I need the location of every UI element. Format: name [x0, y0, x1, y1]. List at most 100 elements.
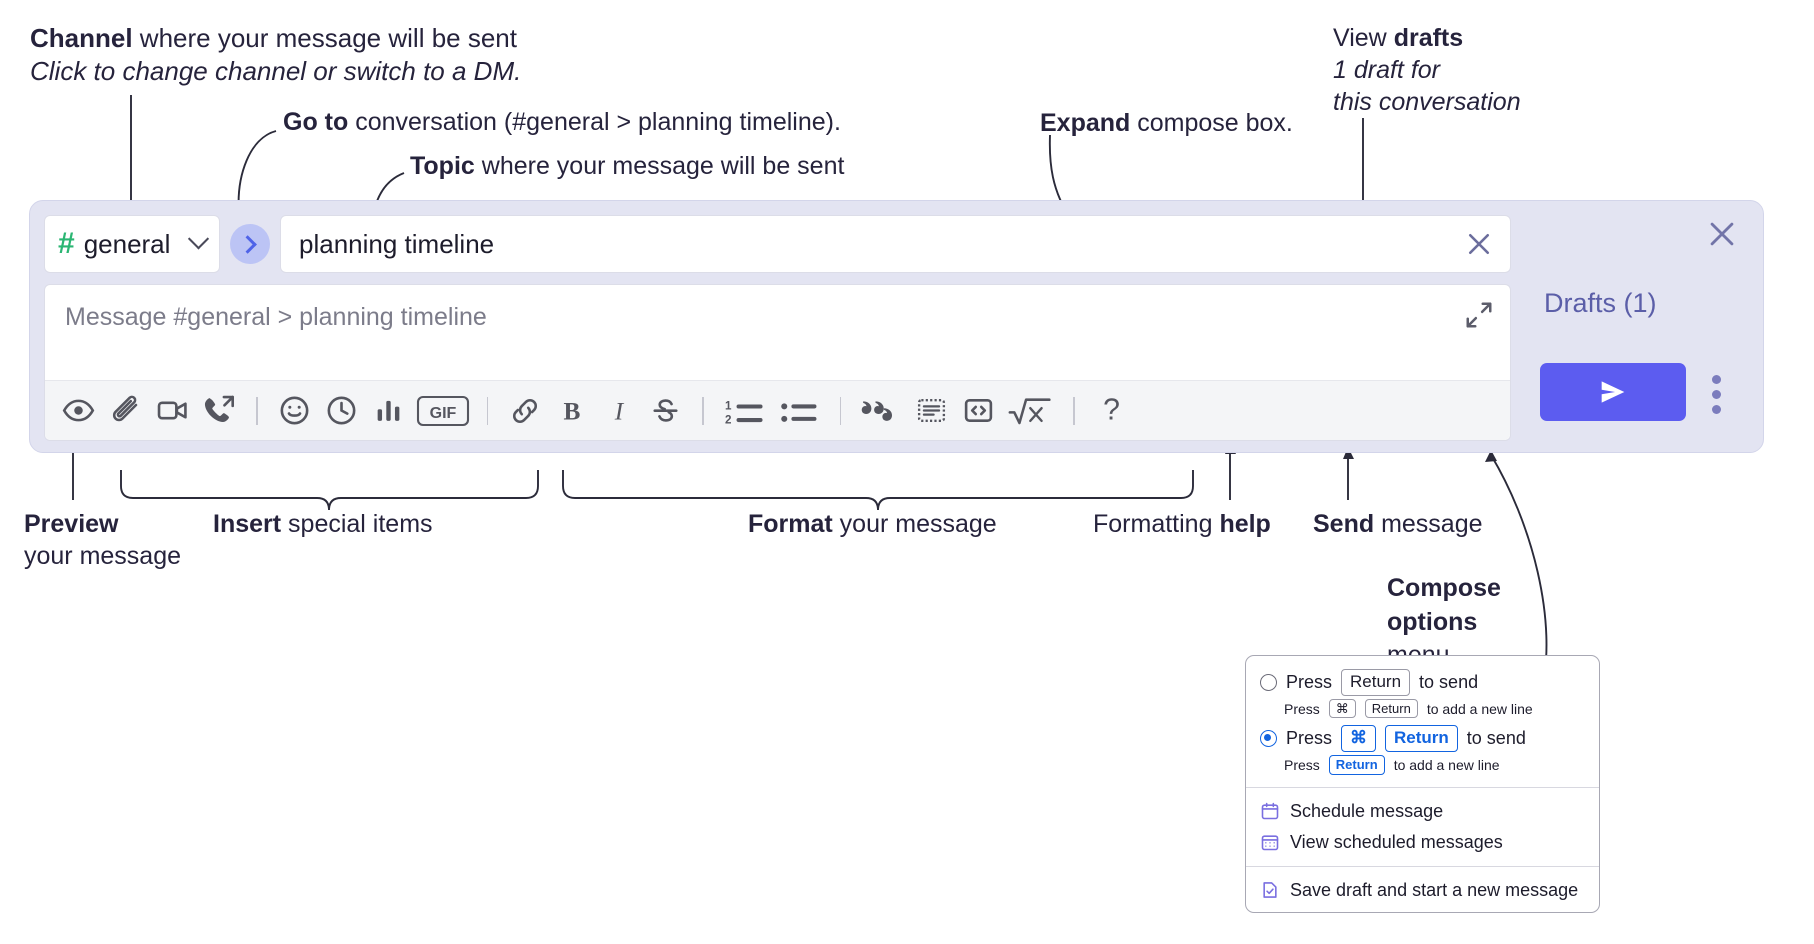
chevron-down-icon	[187, 227, 210, 249]
compose-inner: # general planning timeline	[44, 215, 1511, 441]
compose-options-button[interactable]	[1712, 375, 1721, 414]
menu-item-label: Schedule message	[1290, 800, 1444, 821]
annotation-send-rest: message	[1374, 510, 1483, 538]
math-icon[interactable]	[1002, 387, 1060, 434]
annotation-drafts-italic2: this conversation	[1333, 88, 1521, 116]
annotation-preview-rest: your message	[24, 542, 182, 570]
annotation-insert: Insert special items	[213, 508, 433, 540]
ordered-list-icon[interactable]: 1 2	[717, 387, 773, 434]
annotation-preview: Preview your message	[24, 508, 181, 572]
calendar-icon	[1261, 803, 1279, 820]
option2-pre: Press	[1286, 728, 1333, 749]
menu-item-view-scheduled[interactable]: View scheduled messages	[1246, 827, 1599, 858]
kebab-dot	[1712, 390, 1721, 399]
option1-pre: Press	[1286, 671, 1333, 692]
svg-text:I: I	[613, 397, 624, 425]
annotation-channel-italic: Click to change channel or switch to a D…	[30, 56, 522, 87]
annotation-goto-bold: Go to	[283, 108, 349, 136]
message-input[interactable]: Message #general > planning timeline	[45, 285, 1510, 380]
send-button[interactable]	[1540, 363, 1686, 421]
annotation-preview-bold: Preview	[24, 510, 119, 538]
channel-selector[interactable]: # general	[44, 215, 220, 273]
annotation-expand: Expand compose box.	[1040, 107, 1293, 139]
strikethrough-icon[interactable]	[642, 387, 689, 434]
svg-text:B: B	[563, 397, 580, 425]
blockquote-icon[interactable]	[854, 387, 908, 434]
annotation-topic-bold: Topic	[410, 152, 475, 180]
menu-option2-sub: Press Return to add a new line	[1246, 755, 1599, 779]
toolbar-separator	[256, 396, 258, 425]
annotation-formatting-help: Formatting help	[1093, 508, 1271, 540]
expand-icon[interactable]	[1464, 300, 1494, 335]
annotation-format: Format your message	[748, 508, 997, 540]
menu-divider	[1246, 786, 1599, 788]
toolbar-separator	[486, 396, 489, 425]
close-icon[interactable]	[1464, 229, 1494, 259]
save-draft-icon	[1263, 882, 1277, 899]
option1-post: to send	[1419, 671, 1479, 692]
link-icon[interactable]	[501, 387, 548, 434]
poll-icon[interactable]	[365, 387, 412, 434]
menu-item-save-draft[interactable]: Save draft and start a new message	[1246, 875, 1599, 906]
toolbar-separator	[1073, 396, 1075, 425]
key-return: Return	[1328, 755, 1385, 775]
toolbar-separator	[702, 396, 704, 425]
compose-right-column: Drafts (1)	[1509, 201, 1763, 454]
close-compose-icon[interactable]	[1705, 217, 1739, 256]
option2-post: to send	[1466, 728, 1526, 749]
chevron-right-icon	[237, 234, 257, 254]
annotation-drafts-bold: drafts	[1393, 24, 1464, 52]
svg-text:?: ?	[1103, 394, 1120, 426]
message-box: Message #general > planning timeline	[44, 284, 1511, 441]
preview-icon[interactable]	[55, 387, 102, 434]
key-command: ⌘	[1341, 725, 1377, 753]
key-command: ⌘	[1328, 698, 1356, 719]
video-icon[interactable]	[149, 387, 196, 434]
option1-sub-post: to add a new line	[1426, 700, 1533, 717]
compose-options-menu: Press Return to send Press ⌘ Return to a…	[1245, 655, 1600, 913]
drafts-link[interactable]: Drafts (1)	[1544, 288, 1657, 318]
compose-header-row: # general planning timeline	[44, 215, 1511, 273]
toolbar-separator	[839, 396, 842, 425]
italic-icon[interactable]: I	[595, 387, 642, 434]
bulleted-list-icon[interactable]	[773, 387, 827, 434]
annotation-drafts-italic1: 1 draft for	[1333, 56, 1440, 84]
svg-text:2: 2	[725, 413, 731, 426]
gif-icon[interactable]: GIF	[412, 387, 474, 434]
go-to-conversation-button[interactable]	[230, 224, 270, 264]
annotation-channel-rest: where your message will be sent	[132, 23, 517, 53]
menu-item-label: Save draft and start a new message	[1290, 879, 1579, 900]
topic-field[interactable]: planning timeline	[280, 215, 1511, 273]
code-block-icon[interactable]	[908, 387, 955, 434]
clock-icon[interactable]	[318, 387, 365, 434]
menu-option-return-to-send[interactable]: Press Return to send	[1246, 666, 1599, 699]
menu-divider	[1246, 865, 1599, 867]
bold-icon[interactable]: B	[548, 387, 595, 434]
option2-sub-post: to add a new line	[1393, 757, 1500, 774]
calendar-grid-icon	[1261, 835, 1279, 851]
hash-icon: #	[58, 227, 75, 260]
annotation-drafts-pre: View	[1333, 24, 1394, 52]
option2-sub-pre: Press	[1284, 757, 1320, 774]
inline-code-icon[interactable]	[955, 387, 1002, 434]
annotation-compose-bold2: options	[1387, 607, 1478, 636]
annotation-format-rest: your message	[832, 510, 997, 538]
annotation-send: Send message	[1313, 508, 1483, 540]
emoji-icon[interactable]	[271, 387, 318, 434]
annotation-send-bold: Send	[1313, 510, 1375, 538]
kebab-dot	[1712, 405, 1721, 414]
menu-item-label: View scheduled messages	[1290, 831, 1503, 852]
annotation-insert-rest: special items	[281, 510, 433, 538]
menu-item-schedule-message[interactable]: Schedule message	[1246, 796, 1599, 827]
kebab-dot	[1712, 375, 1721, 384]
menu-option-cmd-return-to-send[interactable]: Press ⌘ Return to send	[1246, 722, 1599, 755]
attachment-icon[interactable]	[102, 387, 149, 434]
key-return: Return	[1364, 698, 1418, 719]
help-icon[interactable]: ?	[1088, 387, 1135, 434]
annotation-fhelp-bold: help	[1219, 510, 1271, 538]
radio-cmd-return-to-send[interactable]	[1260, 730, 1277, 748]
radio-return-to-send[interactable]	[1260, 673, 1277, 691]
svg-text:GIF: GIF	[429, 405, 456, 422]
audio-call-icon[interactable]	[196, 387, 243, 434]
topic-value: planning timeline	[299, 228, 495, 259]
